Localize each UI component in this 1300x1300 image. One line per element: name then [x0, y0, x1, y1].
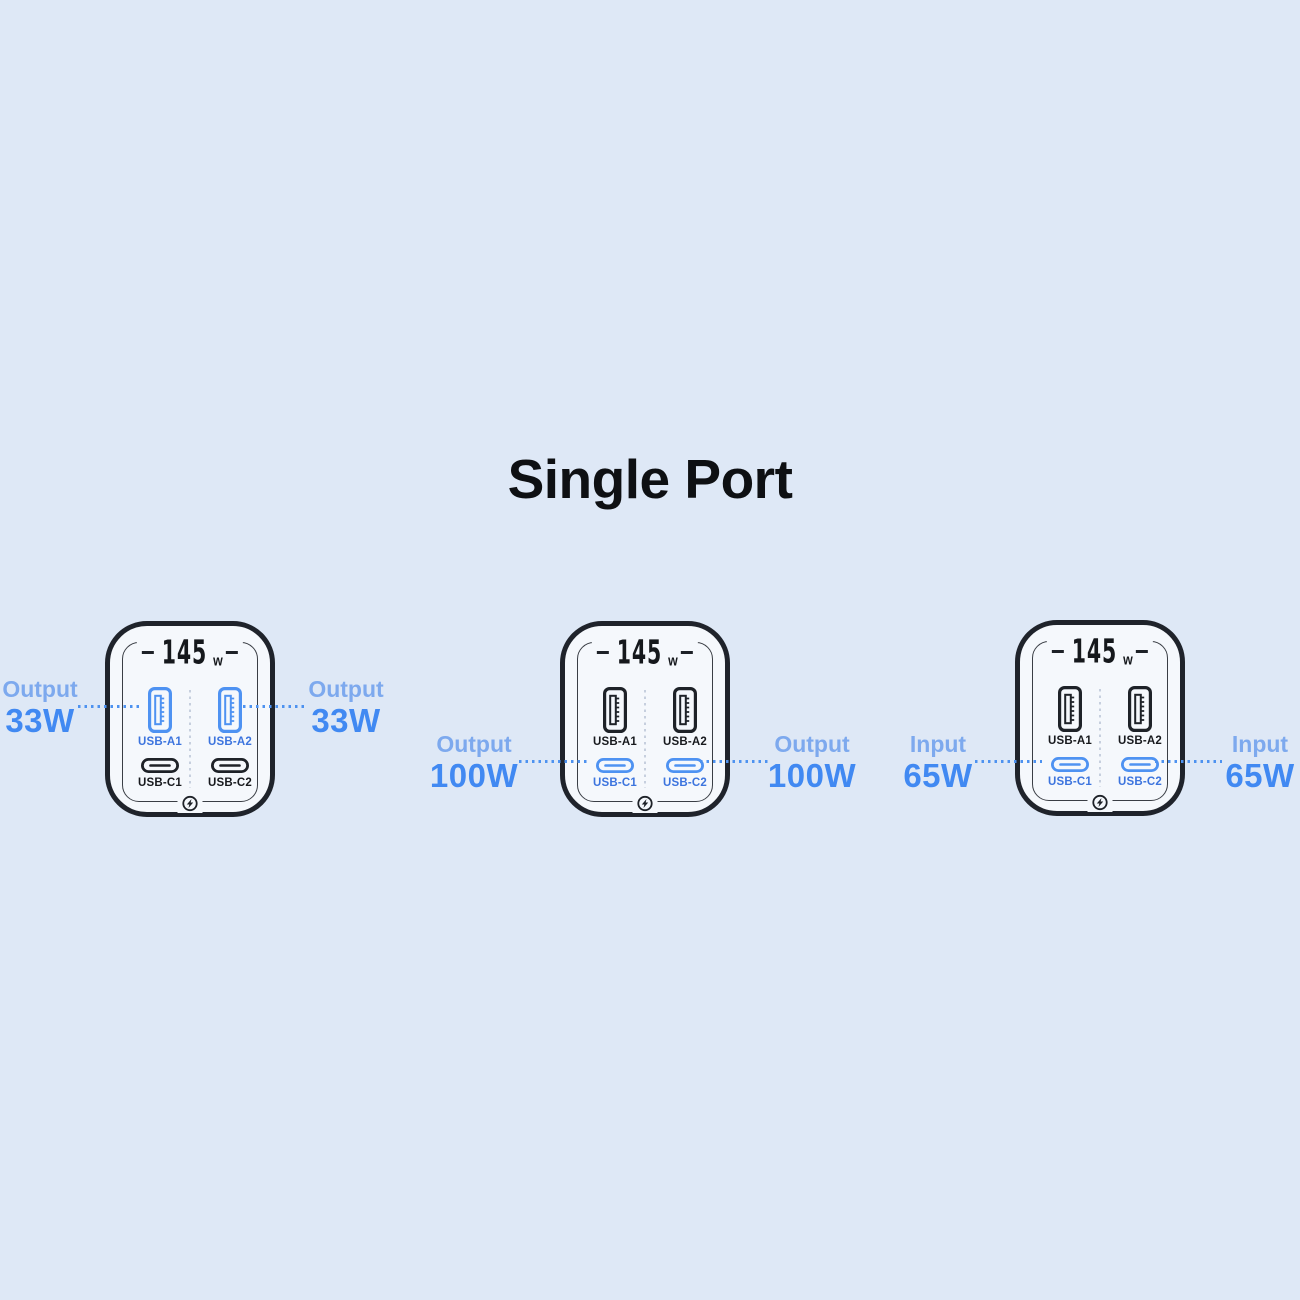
annotation-mode: Output: [2, 676, 78, 702]
annotation-value: 65W: [1225, 757, 1295, 794]
fast-charge-logo: [177, 794, 203, 813]
annotation-value: 65W: [903, 757, 973, 794]
usb-c1-label: USB-C1: [137, 777, 182, 789]
dash-line: [681, 650, 694, 654]
dash-line: [141, 650, 154, 654]
usb-c2-label: USB-C2: [207, 777, 252, 789]
dash-line: [596, 650, 609, 654]
usb-c-port-icon: [666, 758, 704, 773]
charger-1: 145 w USB-A1 USB-C1 USB-A2: [105, 621, 275, 817]
fast-charge-logo-icon: [1092, 794, 1108, 811]
usb-a1-label: USB-A1: [592, 736, 637, 748]
usb-c-port-icon: [596, 758, 634, 773]
port-column-left: USB-A1 USB-C1: [583, 682, 647, 789]
annotation-charger2-right: Output 100W: [768, 731, 856, 792]
usb-a-port-icon: [673, 687, 697, 733]
fast-charge-logo: [1087, 793, 1113, 812]
fast-charge-logo-icon: [637, 795, 653, 812]
connector-dotted-line: [243, 705, 305, 708]
connector-dotted-line: [519, 760, 589, 763]
annotation-mode: Output: [436, 731, 512, 757]
dash-line: [226, 650, 239, 654]
wattage-unit: w: [1123, 650, 1133, 668]
usb-c-port-icon: [141, 758, 179, 773]
port-divider-dashed: [1099, 689, 1101, 787]
dash-line: [1051, 649, 1064, 653]
annotation-value: 33W: [311, 702, 381, 739]
port-column-right: USB-A2 USB-C2: [653, 682, 717, 789]
wattage-unit: w: [213, 651, 223, 669]
charger-1-wattage-badge: 145 w: [136, 633, 244, 671]
usb-a-port-icon: [603, 687, 627, 733]
fast-charge-logo-icon: [182, 795, 198, 812]
usb-a-port-icon: [218, 687, 242, 733]
annotation-mode: Output: [774, 731, 850, 757]
usb-c2-label: USB-C2: [662, 777, 707, 789]
wattage-value: 145: [1071, 632, 1118, 670]
usb-c1-label: USB-C1: [592, 777, 637, 789]
usb-c-port-icon: [1121, 757, 1159, 772]
connector-dotted-line: [1155, 760, 1222, 763]
charger-2: 145 w USB-A1 USB-C1 USB-A2: [560, 621, 730, 817]
port-divider-dashed: [644, 690, 646, 788]
annotation-value: 33W: [5, 702, 75, 739]
annotation-value: 100W: [767, 757, 857, 794]
usb-a2-label: USB-A2: [1117, 735, 1162, 747]
usb-c-port-icon: [1051, 757, 1089, 772]
connector-dotted-line: [975, 760, 1042, 763]
port-column-right: USB-A2 USB-C2: [198, 682, 262, 789]
usb-a1-label: USB-A1: [137, 736, 182, 748]
wattage-unit: w: [668, 651, 678, 669]
usb-c2-label: USB-C2: [1117, 776, 1162, 788]
usb-a-port-icon: [148, 687, 172, 733]
usb-a2-label: USB-A2: [662, 736, 707, 748]
annotation-charger3-left: Input 65W: [903, 731, 972, 792]
connector-dotted-line: [700, 760, 768, 763]
charger-3: 145 w USB-A1 USB-C1 USB-A2: [1015, 620, 1185, 816]
wattage-value: 145: [161, 633, 208, 671]
page-title: Single Port: [507, 448, 793, 510]
wattage-value: 145: [616, 633, 663, 671]
port-column-right: USB-A2 USB-C2: [1108, 681, 1172, 788]
port-column-left: USB-A1 USB-C1: [128, 682, 192, 789]
dash-line: [1136, 649, 1149, 653]
annotation-charger3-right: Input 65W: [1225, 731, 1294, 792]
annotation-charger1-right: Output 33W: [308, 676, 383, 737]
annotation-mode: Output: [308, 676, 384, 702]
usb-a2-label: USB-A2: [207, 736, 252, 748]
annotation-charger2-left: Output 100W: [430, 731, 518, 792]
charger-2-wattage-badge: 145 w: [591, 633, 699, 671]
charger-3-wattage-badge: 145 w: [1046, 632, 1154, 670]
fast-charge-logo: [632, 794, 658, 813]
annotation-charger1-left: Output 33W: [2, 676, 77, 737]
usb-c1-label: USB-C1: [1047, 776, 1092, 788]
annotation-mode: Input: [909, 731, 967, 757]
connector-dotted-line: [78, 705, 142, 708]
port-divider-dashed: [189, 690, 191, 788]
usb-a1-label: USB-A1: [1047, 735, 1092, 747]
usb-a-port-icon: [1058, 686, 1082, 732]
annotation-mode: Input: [1231, 731, 1289, 757]
annotation-value: 100W: [429, 757, 519, 794]
usb-a-port-icon: [1128, 686, 1152, 732]
port-column-left: USB-A1 USB-C1: [1038, 681, 1102, 788]
usb-c-port-icon: [211, 758, 249, 773]
